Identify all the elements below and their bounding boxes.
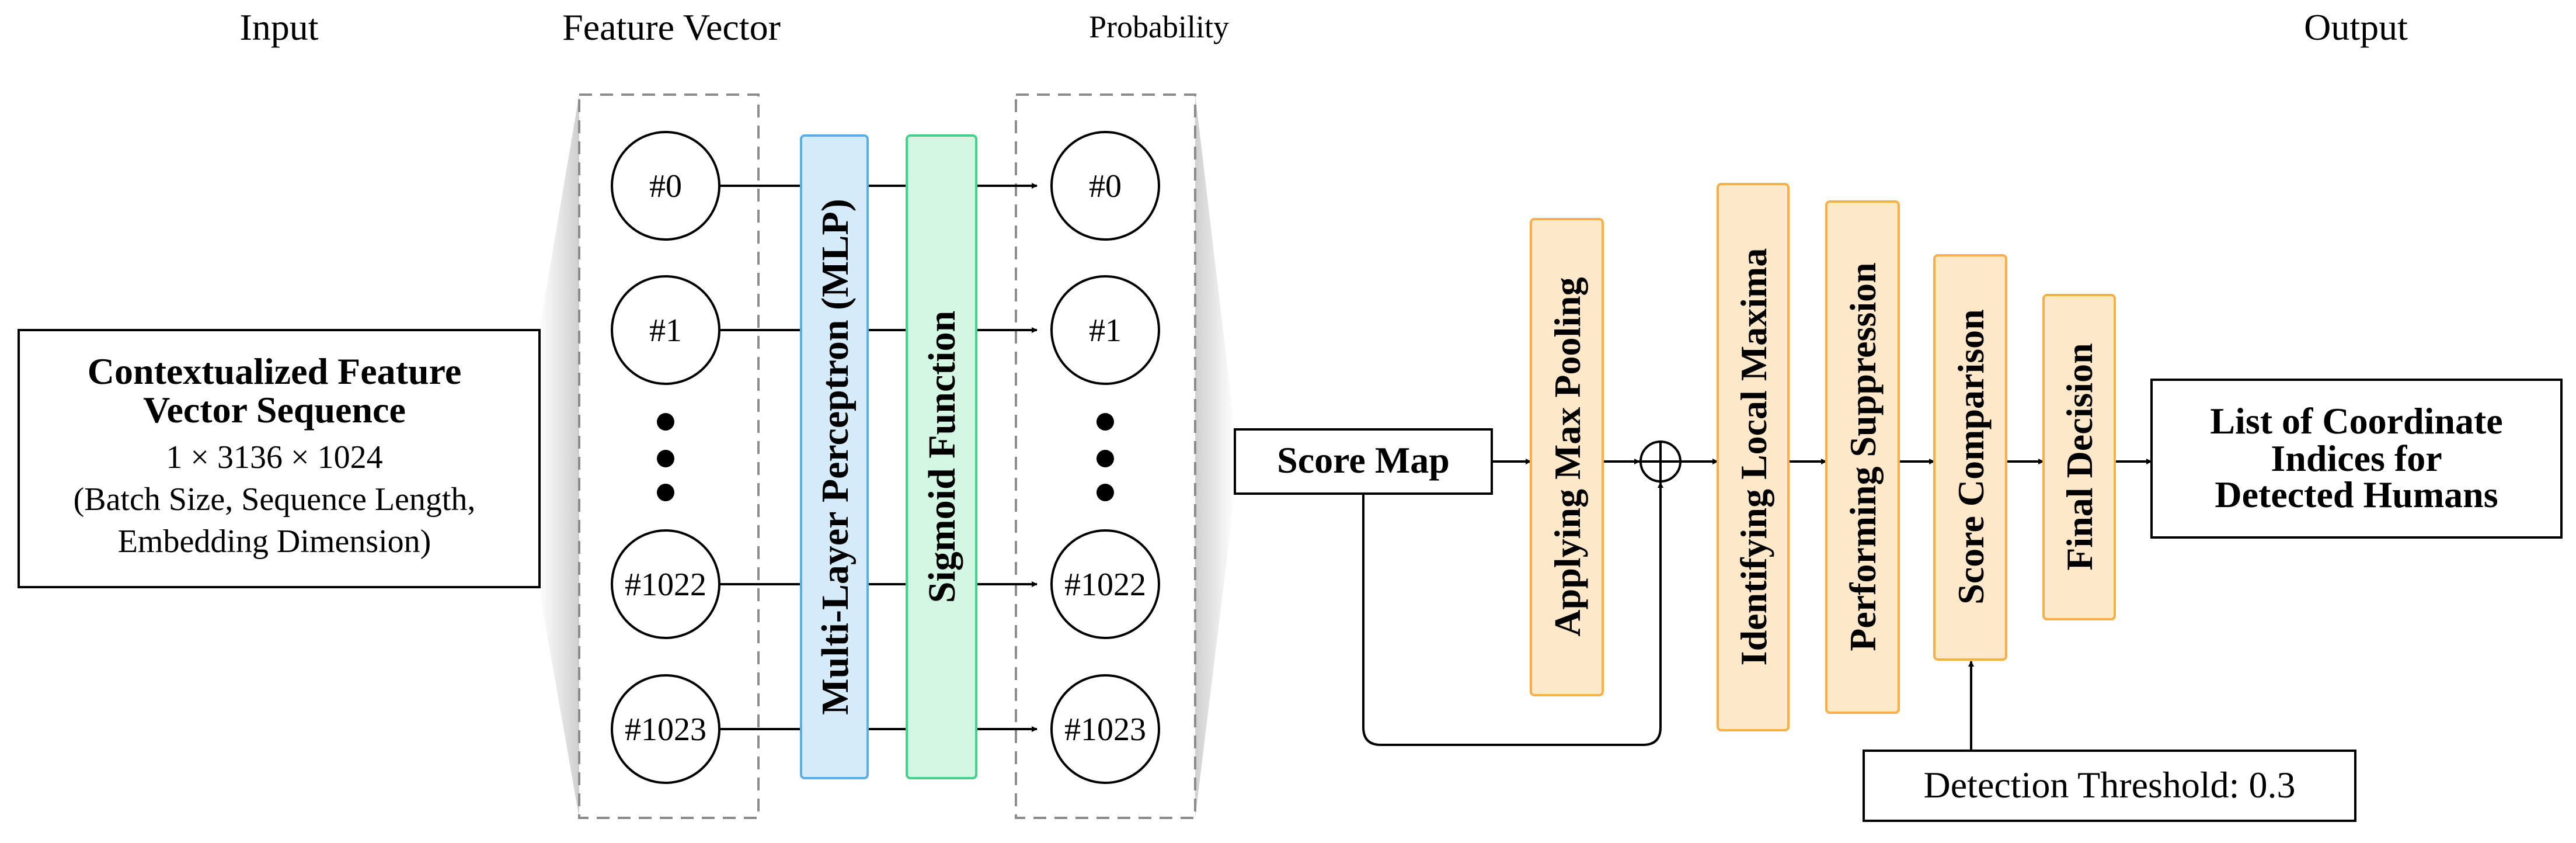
- feature-node-label: #1: [649, 313, 682, 349]
- header-output: Output: [2304, 6, 2408, 48]
- sigmoid-label: Sigmoid Function: [921, 311, 963, 603]
- threshold-box: [1863, 750, 2356, 822]
- feature-node: #1022: [611, 529, 720, 639]
- probability-node: #1023: [1050, 674, 1160, 784]
- probability-node: #0: [1050, 131, 1160, 241]
- step-suppression-label: Performing Suppression: [1842, 262, 1884, 651]
- score-map-box: [1234, 428, 1493, 495]
- probability-node: #1: [1050, 275, 1160, 385]
- feature-vector-group: [578, 93, 760, 819]
- output-line3: Detected Humans: [2215, 474, 2498, 515]
- feature-ellipsis: [657, 413, 674, 501]
- input-dims-line2: Embedding Dimension): [118, 523, 431, 560]
- sigmoid-block: [906, 134, 977, 779]
- probability-node-label: #1022: [1064, 567, 1146, 603]
- step-score-comparison-label: Score Comparison: [1950, 309, 1992, 604]
- output-line1: List of Coordinate: [2210, 400, 2502, 442]
- input-title-line2: Vector Sequence: [143, 389, 406, 431]
- input-dims-line1: (Batch Size, Sequence Length,: [74, 481, 476, 518]
- input-box: [18, 329, 541, 588]
- input-fan: [538, 95, 579, 818]
- mlp-block: [800, 134, 869, 779]
- flow-arrows: [1362, 459, 2152, 752]
- step-score-comparison: [1933, 254, 2007, 661]
- feature-node-label: #1022: [625, 567, 706, 603]
- feature-node: #1: [611, 275, 720, 385]
- step-local-maxima-label: Identifying Local Maxima: [1733, 248, 1774, 666]
- output-fan: [1195, 95, 1235, 818]
- mlp-label: Multi-Layer Perceptron (MLP): [814, 199, 857, 714]
- step-final-decision-label: Final Decision: [2059, 343, 2100, 570]
- feature-node: #1023: [611, 674, 720, 784]
- header-feature-vector: Feature Vector: [562, 6, 781, 48]
- header-probability: Probability: [1089, 9, 1229, 44]
- header-input: Input: [239, 6, 318, 48]
- step-local-maxima: [1717, 183, 1790, 731]
- sum-node: [1639, 440, 1682, 483]
- score-map-label: Score Map: [1277, 439, 1450, 481]
- node-connections: [719, 183, 1038, 732]
- feature-node: #0: [611, 131, 720, 241]
- feature-node-label: #1023: [625, 712, 706, 748]
- output-box: [2150, 379, 2563, 539]
- feature-node-label: #0: [649, 168, 682, 204]
- probability-ellipsis: [1096, 413, 1114, 501]
- input-title-line1: Contextualized Feature: [88, 351, 461, 392]
- output-line2: Indices for: [2271, 438, 2442, 479]
- input-shape: 1 × 3136 × 1024: [166, 439, 382, 476]
- probability-group: [1015, 93, 1196, 819]
- step-suppression: [1825, 200, 1900, 714]
- threshold-label: Detection Threshold: 0.3: [1924, 764, 2296, 806]
- step-final-decision: [2042, 294, 2116, 620]
- probability-node-label: #1023: [1064, 712, 1146, 748]
- step-max-pooling: [1530, 218, 1604, 696]
- probability-node: #1022: [1050, 529, 1160, 639]
- probability-node-label: #0: [1089, 168, 1122, 204]
- probability-node-label: #1: [1089, 313, 1122, 349]
- step-max-pooling-label: Applying Max Pooling: [1547, 277, 1588, 636]
